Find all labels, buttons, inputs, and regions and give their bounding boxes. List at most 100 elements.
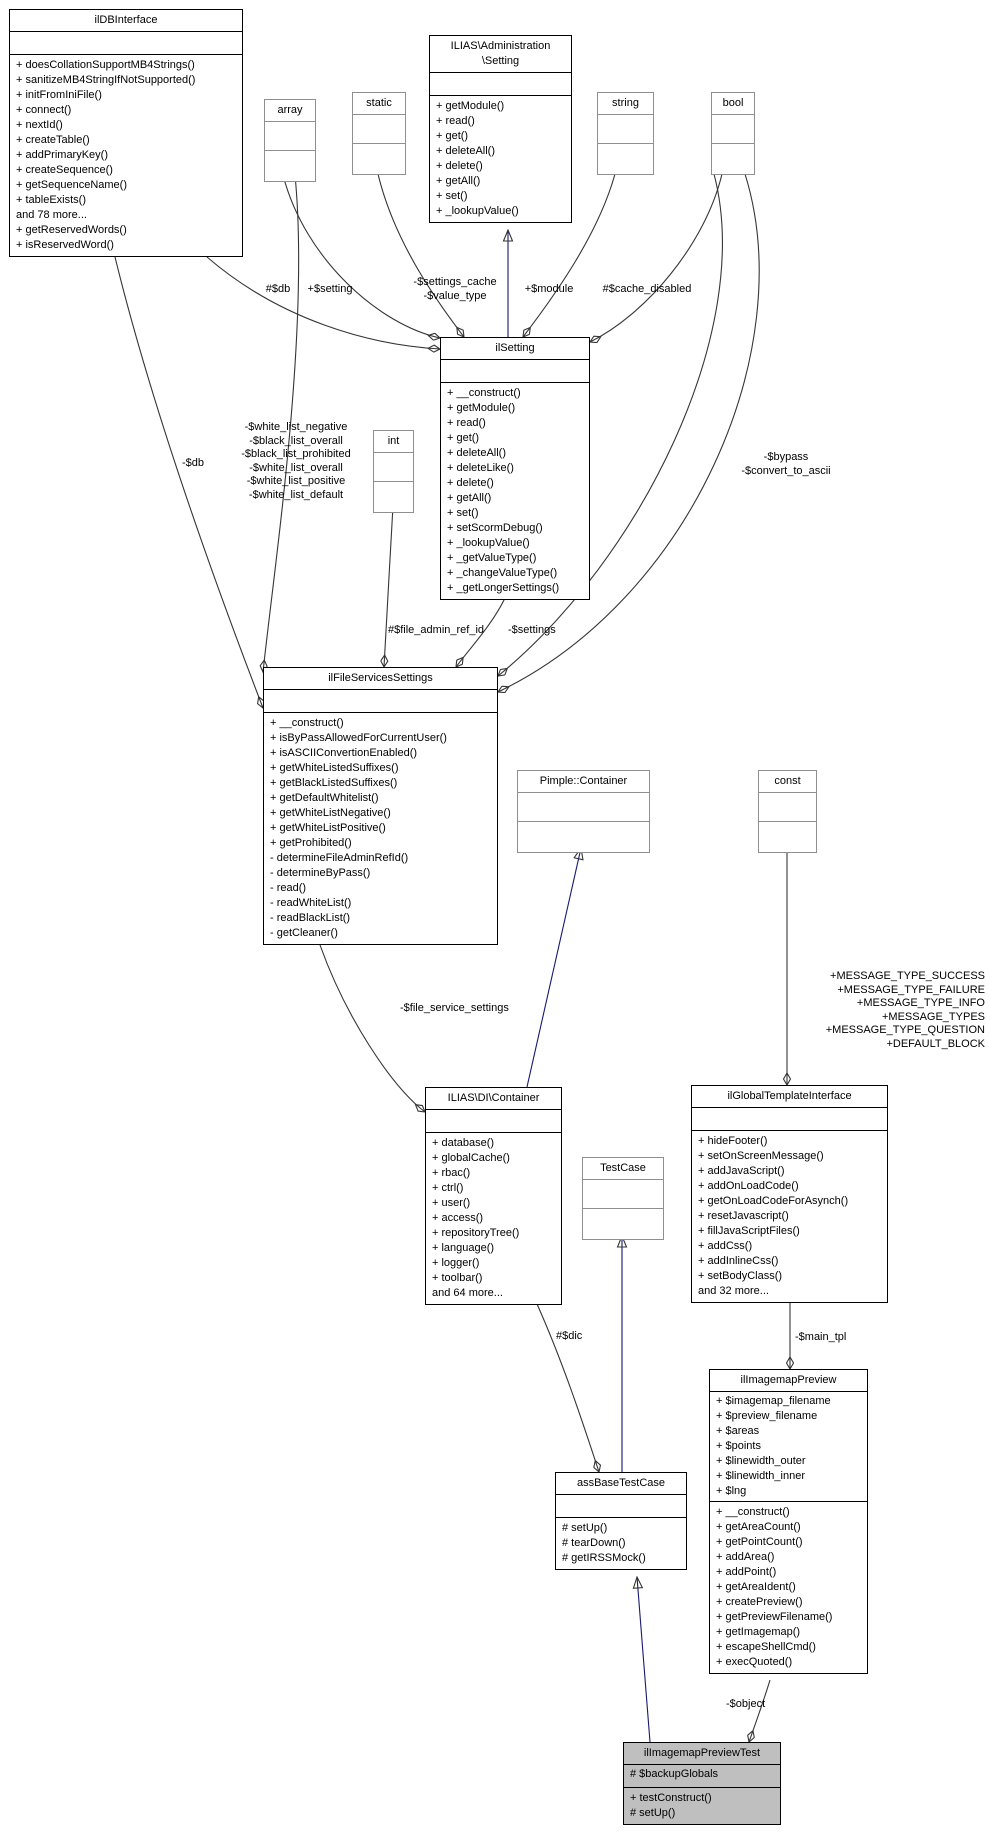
methods-compartment: + doesCollationSupportMB4Strings()+ sani… xyxy=(10,55,242,256)
methods-compartment: + testConstruct()# setUp() xyxy=(624,1788,780,1824)
class-node-string[interactable]: string xyxy=(597,92,654,175)
class-node-int[interactable]: int xyxy=(373,430,414,513)
class-node-pimple[interactable]: Pimple::Container xyxy=(517,770,650,853)
method-row: + ctrl() xyxy=(432,1182,464,1194)
method-row: + delete() xyxy=(447,477,494,489)
method-row: and 32 more... xyxy=(698,1285,769,1297)
method-row: + hideFooter() xyxy=(698,1135,768,1147)
method-row: + doesCollationSupportMB4Strings() xyxy=(16,59,195,71)
class-node-fss[interactable]: ilFileServicesSettings + __construct()+ i… xyxy=(263,667,498,945)
method-row: + getPreviewFilename() xyxy=(716,1611,833,1623)
class-title: ilImagemapPreview xyxy=(710,1370,867,1392)
edge-setting-fss xyxy=(456,597,506,667)
method-row: + _lookupValue() xyxy=(447,537,530,549)
class-node-ilsetting[interactable]: ilSetting+ __construct()+ getModule()+ r… xyxy=(440,337,590,600)
class-title: ilDBInterface xyxy=(10,10,242,32)
class-node-imgprev[interactable]: ilImagemapPreview+ $imagemap_filename+ $… xyxy=(709,1369,868,1674)
method-row: + addInlineCss() xyxy=(698,1255,779,1267)
method-row: # setUp() xyxy=(630,1807,676,1819)
class-title: TestCase xyxy=(583,1158,663,1180)
class-node-bool[interactable]: bool xyxy=(711,92,755,175)
method-row: + fillJavaScriptFiles() xyxy=(698,1225,800,1237)
class-node-static[interactable]: static xyxy=(352,92,406,175)
method-row: + deleteAll() xyxy=(436,145,496,157)
method-row: + isByPassAllowedForCurrentUser() xyxy=(270,732,447,744)
method-row: + getAll() xyxy=(447,492,492,504)
attributes-compartment xyxy=(518,793,649,822)
attributes-compartment xyxy=(441,360,589,383)
method-row: + _changeValueType() xyxy=(447,567,558,579)
class-node-ildbinterface[interactable]: ilDBInterface + doesCollationSupportMB4St… xyxy=(9,9,243,257)
method-row: + setScormDebug() xyxy=(447,522,543,534)
methods-compartment xyxy=(712,144,754,174)
method-row: + set() xyxy=(436,190,468,202)
attributes-compartment xyxy=(583,1180,663,1209)
method-row: + globalCache() xyxy=(432,1152,510,1164)
attributes-compartment xyxy=(712,115,754,144)
edge-dic-abtc xyxy=(536,1303,599,1472)
method-row: + connect() xyxy=(16,104,72,116)
method-row: + getAreaCount() xyxy=(716,1521,801,1533)
edge-label-e-array-setting: +$setting xyxy=(307,283,353,295)
attributes-compartment: + $imagemap_filename+ $preview_filename+… xyxy=(710,1392,867,1502)
methods-compartment: + getModule()+ read()+ get()+ deleteAll(… xyxy=(430,96,571,222)
edge-abtc-inherit xyxy=(637,1577,651,1743)
class-title: ilSetting xyxy=(441,338,589,360)
edge-label-e-bool-setting: #$cache_disabled xyxy=(602,283,692,295)
method-row: + getModule() xyxy=(447,402,516,414)
method-row: + getSequenceName() xyxy=(16,179,127,191)
edge-int-fss xyxy=(384,505,394,667)
attribute-row: + $points xyxy=(716,1440,761,1452)
class-title: int xyxy=(374,431,413,453)
method-row: # setUp() xyxy=(562,1522,608,1534)
class-node-const[interactable]: const xyxy=(758,770,817,853)
attributes-compartment xyxy=(426,1110,561,1133)
edge-array-setting xyxy=(282,174,440,338)
attribute-row: + $linewidth_outer xyxy=(716,1455,806,1467)
method-row: - read() xyxy=(270,882,307,894)
method-row: + user() xyxy=(432,1197,471,1209)
method-row: + createPreview() xyxy=(716,1596,803,1608)
class-node-testcase[interactable]: TestCase xyxy=(582,1157,664,1240)
class-node-abtc[interactable]: assBaseTestCase# setUp()# tearDown()# ge… xyxy=(555,1472,687,1570)
attribute-row: + $linewidth_inner xyxy=(716,1470,805,1482)
methods-compartment: + __construct()+ isByPassAllowedForCurre… xyxy=(264,713,497,944)
class-title: static xyxy=(353,93,405,115)
method-row: + get() xyxy=(447,432,480,444)
class-node-array[interactable]: array xyxy=(264,99,316,182)
method-row: - determineByPass() xyxy=(270,867,371,879)
class-node-dic[interactable]: ILIAS\DI\Container + database()+ globalCa… xyxy=(425,1087,562,1305)
method-row: + resetJavascript() xyxy=(698,1210,789,1222)
method-row: + initFromIniFile() xyxy=(16,89,102,101)
method-row: + escapeShellCmd() xyxy=(716,1641,816,1653)
class-node-tpl[interactable]: ilGlobalTemplateInterface+ hideFooter()+… xyxy=(691,1085,888,1303)
methods-compartment: # setUp()# tearDown()# getIRSSMock() xyxy=(556,1518,686,1569)
method-row: + getDefaultWhitelist() xyxy=(270,792,379,804)
method-row: + nextId() xyxy=(16,119,63,131)
class-title: ilFileServicesSettings xyxy=(264,668,497,690)
attributes-compartment xyxy=(10,32,242,55)
edge-fss-dic xyxy=(319,944,425,1112)
class-title: const xyxy=(759,771,816,793)
attributes-compartment xyxy=(264,690,497,713)
method-row: + addPrimaryKey() xyxy=(16,149,109,161)
method-row: + setBodyClass() xyxy=(698,1270,783,1282)
edge-label-e-fss-dic: -$file_service_settings xyxy=(400,1002,509,1014)
method-row: + __construct() xyxy=(716,1506,790,1518)
method-row: + delete() xyxy=(436,160,483,172)
methods-compartment: + hideFooter()+ setOnScreenMessage()+ ad… xyxy=(692,1131,887,1302)
methods-compartment: + database()+ globalCache()+ rbac()+ ctr… xyxy=(426,1133,561,1304)
class-node-adminsetting[interactable]: ILIAS\Administration \Setting+ getModule… xyxy=(429,35,572,223)
method-row: + getAll() xyxy=(436,175,481,187)
method-row: + createSequence() xyxy=(16,164,113,176)
method-row: + _getValueType() xyxy=(447,552,537,564)
methods-compartment xyxy=(583,1209,663,1239)
method-row: + logger() xyxy=(432,1257,480,1269)
class-title: ILIAS\DI\Container xyxy=(426,1088,561,1110)
method-row: + __construct() xyxy=(447,387,521,399)
class-node-imgtest[interactable]: ilImagemapPreviewTest# $backupGlobals+ t… xyxy=(623,1742,781,1825)
method-row: + deleteLike() xyxy=(447,462,514,474)
method-row: # getIRSSMock() xyxy=(562,1552,646,1564)
